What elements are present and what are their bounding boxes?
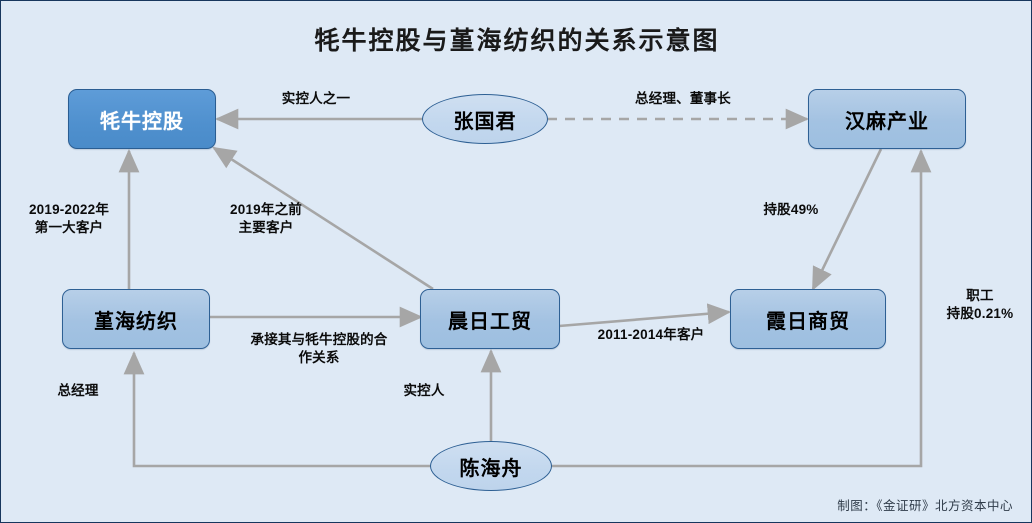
edge-label-diyi-da-kehu: 2019-2022年 第一大客户 — [28, 202, 110, 236]
node-label: 堇海纺织 — [94, 310, 178, 333]
edge-label-shikongren: 实控人 — [403, 383, 445, 398]
node-xiari-shangmao[interactable]: 霞日商贸 — [730, 289, 886, 349]
node-label: 牦牛控股 — [100, 110, 184, 133]
node-maoniu-konggu[interactable]: 牦牛控股 — [68, 89, 216, 149]
node-chenhaizhou[interactable]: 陈海舟 — [430, 441, 552, 491]
node-chenri-gongmao[interactable]: 晨日工贸 — [420, 289, 560, 349]
node-label: 霞日商贸 — [766, 310, 850, 333]
edge-label-2011-2014-kehu: 2011-2014年客户 — [597, 327, 705, 342]
edge-label-zhuyao-kehu: 2019年之前 主要客户 — [230, 202, 302, 236]
edge-chenhaizhou-to-jinhai — [123, 350, 433, 468]
node-label: 汉麻产业 — [845, 110, 929, 133]
node-jinhai-fangzhi[interactable]: 堇海纺织 — [62, 289, 210, 349]
edge-label-zhigong-chigu: 职工 持股0.21% — [946, 288, 1014, 322]
edge-label-zongjingli-dongshizhang: 总经理、董事长 — [635, 91, 731, 106]
node-label: 陈海舟 — [459, 457, 523, 480]
edge-label-zongjingli: 总经理 — [57, 383, 99, 398]
edge-chenri-to-xiari — [558, 303, 732, 328]
edge-label-chigu-49: 持股49% — [763, 202, 819, 217]
page-title: 牦牛控股与堇海纺织的关系示意图 — [314, 27, 720, 55]
edge-label-shikongren-zhiyi: 实控人之一 — [281, 91, 351, 106]
node-label: 晨日工贸 — [448, 310, 532, 333]
node-zhangguojun[interactable]: 张国君 — [422, 94, 548, 144]
node-label: 张国君 — [453, 110, 517, 133]
credit-text: 制图：《金证研》北方资本中心 — [837, 499, 1013, 513]
node-hanma-chanye[interactable]: 汉麻产业 — [808, 89, 966, 149]
edge-label-chengjie-hezuo: 承接其与牦牛控股的合 作关系 — [250, 332, 388, 366]
